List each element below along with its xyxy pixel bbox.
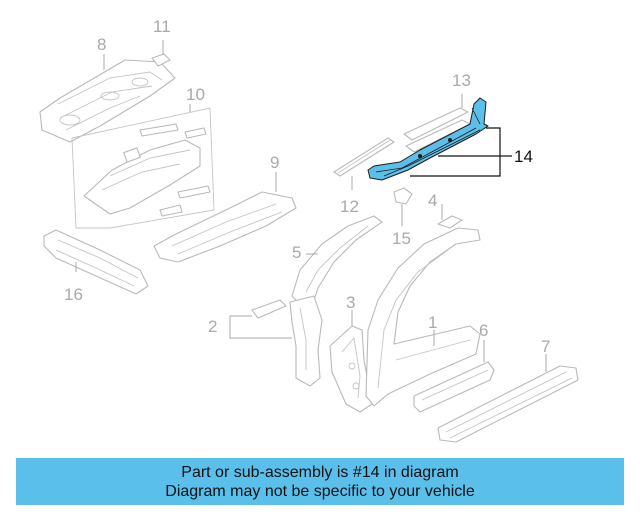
banner-line-2: Diagram may not be specific to your vehi… xyxy=(165,482,475,500)
callout-4: 4 xyxy=(428,191,437,210)
callout-8: 8 xyxy=(97,35,106,54)
part-6-rocker[interactable] xyxy=(413,340,495,413)
callout-15: 15 xyxy=(392,229,411,248)
part-9-floor-panel[interactable] xyxy=(153,172,297,263)
part-2-hinge-pillar[interactable] xyxy=(229,295,323,387)
part-8-rear-floor[interactable] xyxy=(39,54,176,143)
part-11-bracket[interactable] xyxy=(151,40,171,67)
callout-11: 11 xyxy=(153,17,171,36)
part-16-front-rail[interactable] xyxy=(43,229,149,295)
part-14-sill-reinforcement[interactable] xyxy=(367,97,512,181)
callout-9: 9 xyxy=(270,153,279,172)
callout-3: 3 xyxy=(346,293,355,312)
part-15-clip[interactable] xyxy=(393,187,413,226)
part-13-upper-rail[interactable] xyxy=(403,94,471,153)
callout-2: 2 xyxy=(208,317,217,336)
part-10-floor-assembly[interactable] xyxy=(71,104,215,229)
callout-16: 16 xyxy=(64,285,83,304)
callout-5: 5 xyxy=(292,243,301,262)
part-4-plate[interactable] xyxy=(437,204,463,229)
banner-line-1: Part or sub-assembly is #14 in diagram xyxy=(181,463,459,481)
callout-7: 7 xyxy=(541,337,550,356)
part-5-a-pillar-inner[interactable] xyxy=(291,215,383,305)
callout-1: 1 xyxy=(428,313,437,332)
part-3-pillar-reinforcement[interactable] xyxy=(329,310,373,413)
callout-12: 12 xyxy=(340,197,359,216)
info-banner: Part or sub-assembly is #14 in diagram D… xyxy=(16,458,624,505)
part-7-outer-rocker[interactable] xyxy=(437,354,579,443)
callout-14: 14 xyxy=(514,147,533,166)
part-12-strip[interactable] xyxy=(333,137,395,190)
part-1-body-side[interactable] xyxy=(365,227,481,407)
callout-6: 6 xyxy=(479,321,488,340)
callout-13: 13 xyxy=(452,71,471,90)
callout-10: 10 xyxy=(186,85,205,104)
